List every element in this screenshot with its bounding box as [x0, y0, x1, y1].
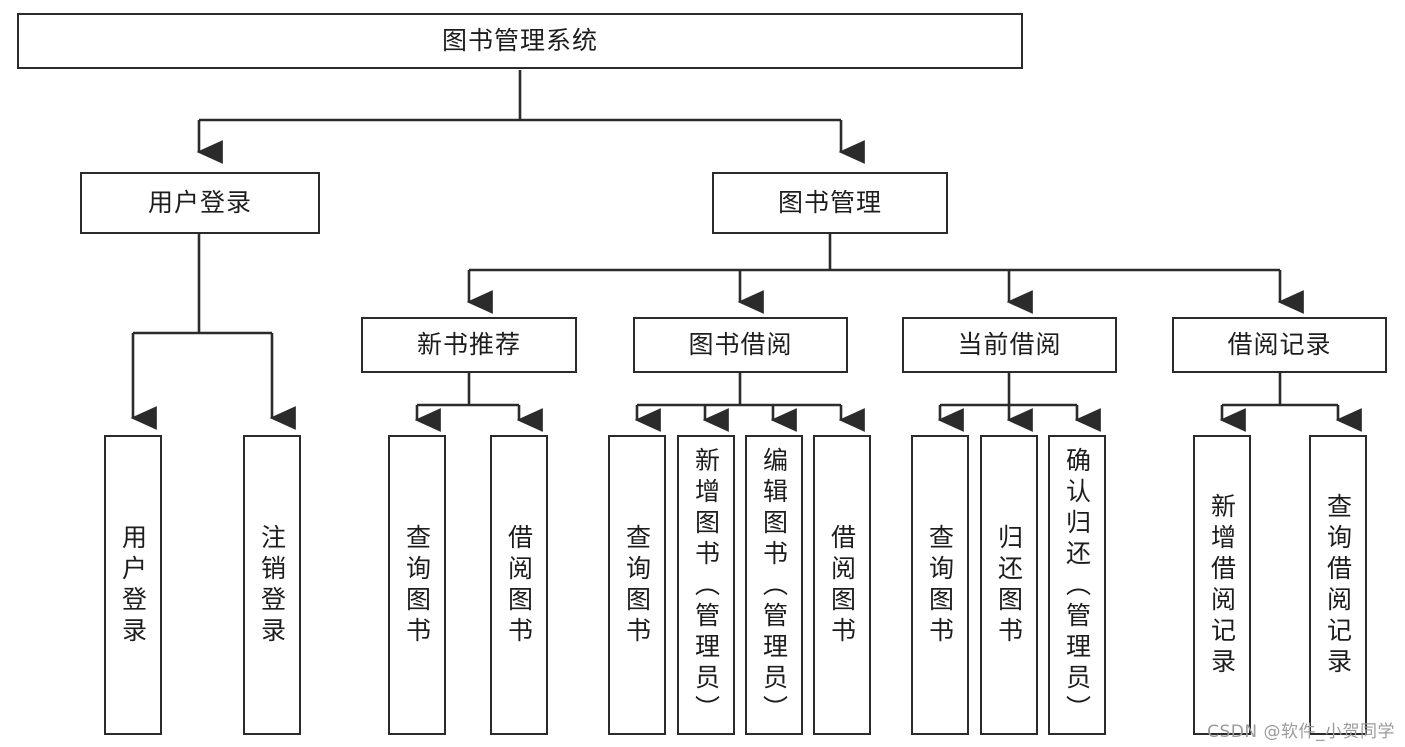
node-leaf-query-book-3[interactable]: 查询图书: [911, 435, 969, 735]
node-leaf-user-logout[interactable]: 注销登录: [243, 435, 301, 735]
node-current-borrow-label: 当前借阅: [957, 330, 1062, 359]
node-leaf-return-book[interactable]: 归还图书: [980, 435, 1038, 735]
node-leaf-user-login[interactable]: 用户登录: [104, 435, 162, 735]
node-leaf-query-book-1[interactable]: 查询图书: [388, 435, 446, 735]
node-leaf-add-book-label: 新增图书（管理员）: [691, 446, 721, 726]
node-leaf-add-book[interactable]: 新增图书（管理员）: [677, 435, 735, 735]
node-borrow-record[interactable]: 借阅记录: [1172, 317, 1387, 373]
node-leaf-borrow-book-2[interactable]: 借阅图书: [813, 435, 871, 735]
node-book-manage-label: 图书管理: [777, 188, 882, 217]
node-leaf-edit-book[interactable]: 编辑图书（管理员）: [745, 435, 803, 735]
node-borrow-record-label: 借阅记录: [1227, 330, 1332, 359]
node-root-label: 图书管理系统: [441, 26, 598, 55]
node-leaf-query-record[interactable]: 查询借阅记录: [1309, 435, 1367, 735]
node-new-book-recommend[interactable]: 新书推荐: [361, 317, 577, 373]
node-leaf-query-record-label: 查询借阅记录: [1323, 493, 1353, 679]
node-root[interactable]: 图书管理系统: [17, 13, 1023, 69]
node-leaf-borrow-book-2-label: 借阅图书: [827, 524, 857, 648]
node-leaf-user-login-label: 用户登录: [118, 524, 148, 648]
node-leaf-query-book-3-label: 查询图书: [925, 524, 955, 648]
node-new-book-recommend-label: 新书推荐: [416, 330, 521, 359]
node-book-borrow[interactable]: 图书借阅: [633, 317, 848, 373]
node-leaf-confirm-return[interactable]: 确认归还（管理员）: [1048, 435, 1106, 735]
node-leaf-confirm-return-label: 确认归还（管理员）: [1062, 446, 1092, 726]
node-leaf-add-record-label: 新增借阅记录: [1207, 493, 1237, 679]
node-leaf-borrow-book-1-label: 借阅图书: [504, 524, 534, 648]
node-leaf-add-record[interactable]: 新增借阅记录: [1193, 435, 1251, 735]
node-leaf-borrow-book-1[interactable]: 借阅图书: [490, 435, 548, 735]
csdn-watermark: CSDN @软件_小贺同学: [1207, 722, 1395, 742]
node-leaf-edit-book-label: 编辑图书（管理员）: [759, 446, 789, 726]
node-leaf-return-book-label: 归还图书: [994, 524, 1024, 648]
node-book-borrow-label: 图书借阅: [688, 330, 793, 359]
node-leaf-query-book-2-label: 查询图书: [622, 524, 652, 648]
node-leaf-query-book-2[interactable]: 查询图书: [608, 435, 666, 735]
node-current-borrow[interactable]: 当前借阅: [902, 317, 1117, 373]
node-leaf-query-book-1-label: 查询图书: [402, 524, 432, 648]
node-user-login-label: 用户登录: [147, 188, 252, 217]
node-user-login[interactable]: 用户登录: [80, 172, 320, 234]
node-book-manage[interactable]: 图书管理: [712, 172, 948, 234]
node-leaf-user-logout-label: 注销登录: [257, 524, 287, 648]
